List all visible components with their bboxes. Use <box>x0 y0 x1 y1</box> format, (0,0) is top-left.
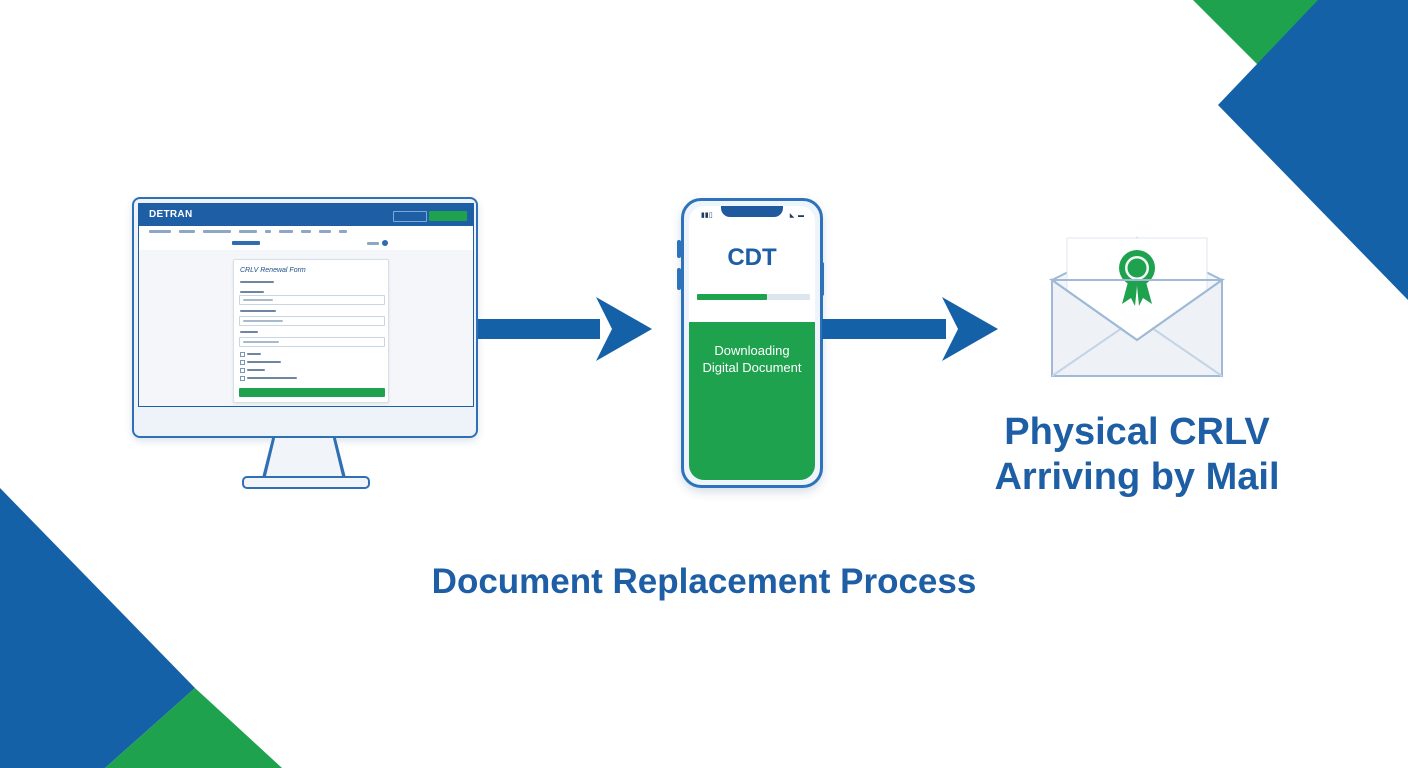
site-header: DETRAN <box>139 204 473 226</box>
corner-green-band <box>1108 0 1408 215</box>
checkbox-label <box>247 369 265 371</box>
nav-item[interactable] <box>203 230 231 233</box>
checkbox-label <box>247 353 261 355</box>
download-progress-bar <box>697 294 810 300</box>
monitor-frame: DETRAN CRLV Renewal Form <box>132 197 478 438</box>
download-progress-fill <box>697 294 768 300</box>
corner-blue-band <box>0 488 195 768</box>
award-ribbon-icon <box>1119 250 1155 306</box>
site-logo: DETRAN <box>149 209 193 220</box>
submit-button[interactable] <box>239 388 385 397</box>
download-status-panel: Downloading Digital Document <box>689 322 815 480</box>
breadcrumb-bar <box>139 238 473 250</box>
status-bar-battery-icon: ◣ ▬ <box>789 213 805 219</box>
corner-blue-band <box>1218 0 1408 300</box>
phone-power-button <box>820 262 824 296</box>
checkbox[interactable] <box>240 376 245 381</box>
phone-screen: ▮▮▯ ◣ ▬ CDT Downloading Digital Document <box>689 206 815 480</box>
nav-item[interactable] <box>319 230 331 233</box>
checkbox[interactable] <box>240 352 245 357</box>
mail-label-line2: Arriving by Mail <box>994 456 1280 498</box>
help-link[interactable] <box>367 242 379 245</box>
bottom-left-corner-decoration <box>0 488 282 768</box>
arrow-right-icon <box>478 297 652 361</box>
form-input[interactable] <box>239 295 385 305</box>
monitor-chin <box>138 407 472 434</box>
app-title: CDT <box>727 244 777 271</box>
download-status-line2: Digital Document <box>702 360 802 375</box>
checkbox[interactable] <box>240 368 245 373</box>
form-input[interactable] <box>239 316 385 326</box>
nav-item[interactable] <box>239 230 257 233</box>
nav-item[interactable] <box>301 230 311 233</box>
mail-step-label: Physical CRLV Arriving by Mail <box>962 410 1312 500</box>
diagram-title: Document Replacement Process <box>431 562 977 601</box>
form-title: CRLV Renewal Form <box>240 267 306 274</box>
help-icon[interactable] <box>382 240 388 246</box>
envelope-icon <box>1048 236 1226 377</box>
breadcrumb <box>232 241 260 245</box>
field-label <box>240 331 258 333</box>
form-input[interactable] <box>239 337 385 347</box>
checkbox-label <box>247 377 297 379</box>
nav-item[interactable] <box>149 230 171 233</box>
monitor-screen: DETRAN CRLV Renewal Form <box>138 203 474 407</box>
corner-green-band <box>105 688 282 768</box>
nav-item[interactable] <box>179 230 195 233</box>
nav-item[interactable] <box>265 230 271 233</box>
monitor-stand-neck-inner <box>266 438 342 476</box>
mail-label-line1: Physical CRLV <box>1004 411 1270 453</box>
checkbox-label <box>247 361 281 363</box>
status-bar-signal-icon: ▮▮▯ <box>701 212 713 219</box>
download-status-text: Downloading Digital Document <box>689 342 815 376</box>
phone-notch <box>721 206 783 217</box>
header-services-button[interactable] <box>429 211 467 221</box>
arrow-right-icon <box>822 297 998 361</box>
nav-item[interactable] <box>279 230 293 233</box>
checkbox[interactable] <box>240 360 245 365</box>
header-login-button[interactable] <box>393 211 427 222</box>
phone-side-button <box>677 268 681 290</box>
download-status-line1: Downloading <box>714 343 790 358</box>
field-label <box>240 291 264 293</box>
desktop-monitor: DETRAN CRLV Renewal Form <box>132 197 478 438</box>
monitor-stand-base <box>242 476 370 489</box>
form-subtitle <box>240 281 274 283</box>
renewal-form-card: CRLV Renewal Form <box>233 259 389 403</box>
phone-side-button <box>677 240 681 258</box>
nav-item[interactable] <box>339 230 347 233</box>
smartphone: ▮▮▯ ◣ ▬ CDT Downloading Digital Document <box>681 198 823 488</box>
field-label <box>240 310 276 312</box>
